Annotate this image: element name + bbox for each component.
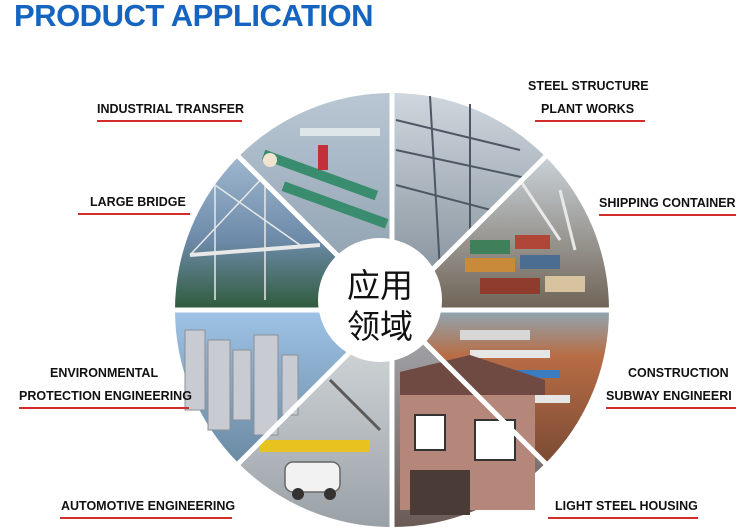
label-environmental-line1: ENVIRONMENTAL <box>50 366 159 380</box>
container-stacks <box>465 179 585 294</box>
house <box>400 355 545 515</box>
conveyor-line <box>261 128 389 229</box>
label-shipping-container: SHIPPING CONTAINER <box>599 196 736 210</box>
sector-automotive <box>238 310 392 527</box>
label-steel-structure-line1: STEEL STRUCTURE <box>528 79 649 93</box>
underline-construction <box>606 407 736 409</box>
underline-industrial-transfer <box>97 120 242 122</box>
label-automotive: AUTOMOTIVE ENGINEERING <box>61 499 236 513</box>
center-text-line1: 应用 <box>347 266 413 305</box>
label-large-bridge: LARGE BRIDGE <box>90 195 186 209</box>
construction-site <box>460 330 570 403</box>
underline-light-steel-housing <box>548 517 698 519</box>
label-industrial-transfer: INDUSTRIAL TRANSFER <box>97 102 244 116</box>
center-circle <box>318 238 442 362</box>
sector-shipping-container <box>392 156 609 310</box>
center-text-line2: 领域 <box>347 307 413 346</box>
label-steel-structure-line2: PLANT WORKS <box>541 102 635 116</box>
underline-steel-structure <box>535 120 645 122</box>
label-environmental-line2: PROTECTION ENGINEERING <box>19 389 192 403</box>
label-construction-line1: CONSTRUCTION <box>628 366 729 380</box>
label-light-steel-housing: LIGHT STEEL HOUSING <box>555 499 698 513</box>
label-construction-line2: SUBWAY ENGINEERI <box>606 389 732 403</box>
bridge <box>189 174 321 300</box>
page-title: PRODUCT APPLICATION <box>14 0 374 33</box>
underline-automotive <box>60 517 232 519</box>
city-buildings <box>184 329 299 436</box>
car-assembly <box>260 378 382 500</box>
underline-large-bridge <box>78 213 190 215</box>
underline-shipping-container <box>599 214 736 216</box>
underline-environmental <box>19 407 189 409</box>
